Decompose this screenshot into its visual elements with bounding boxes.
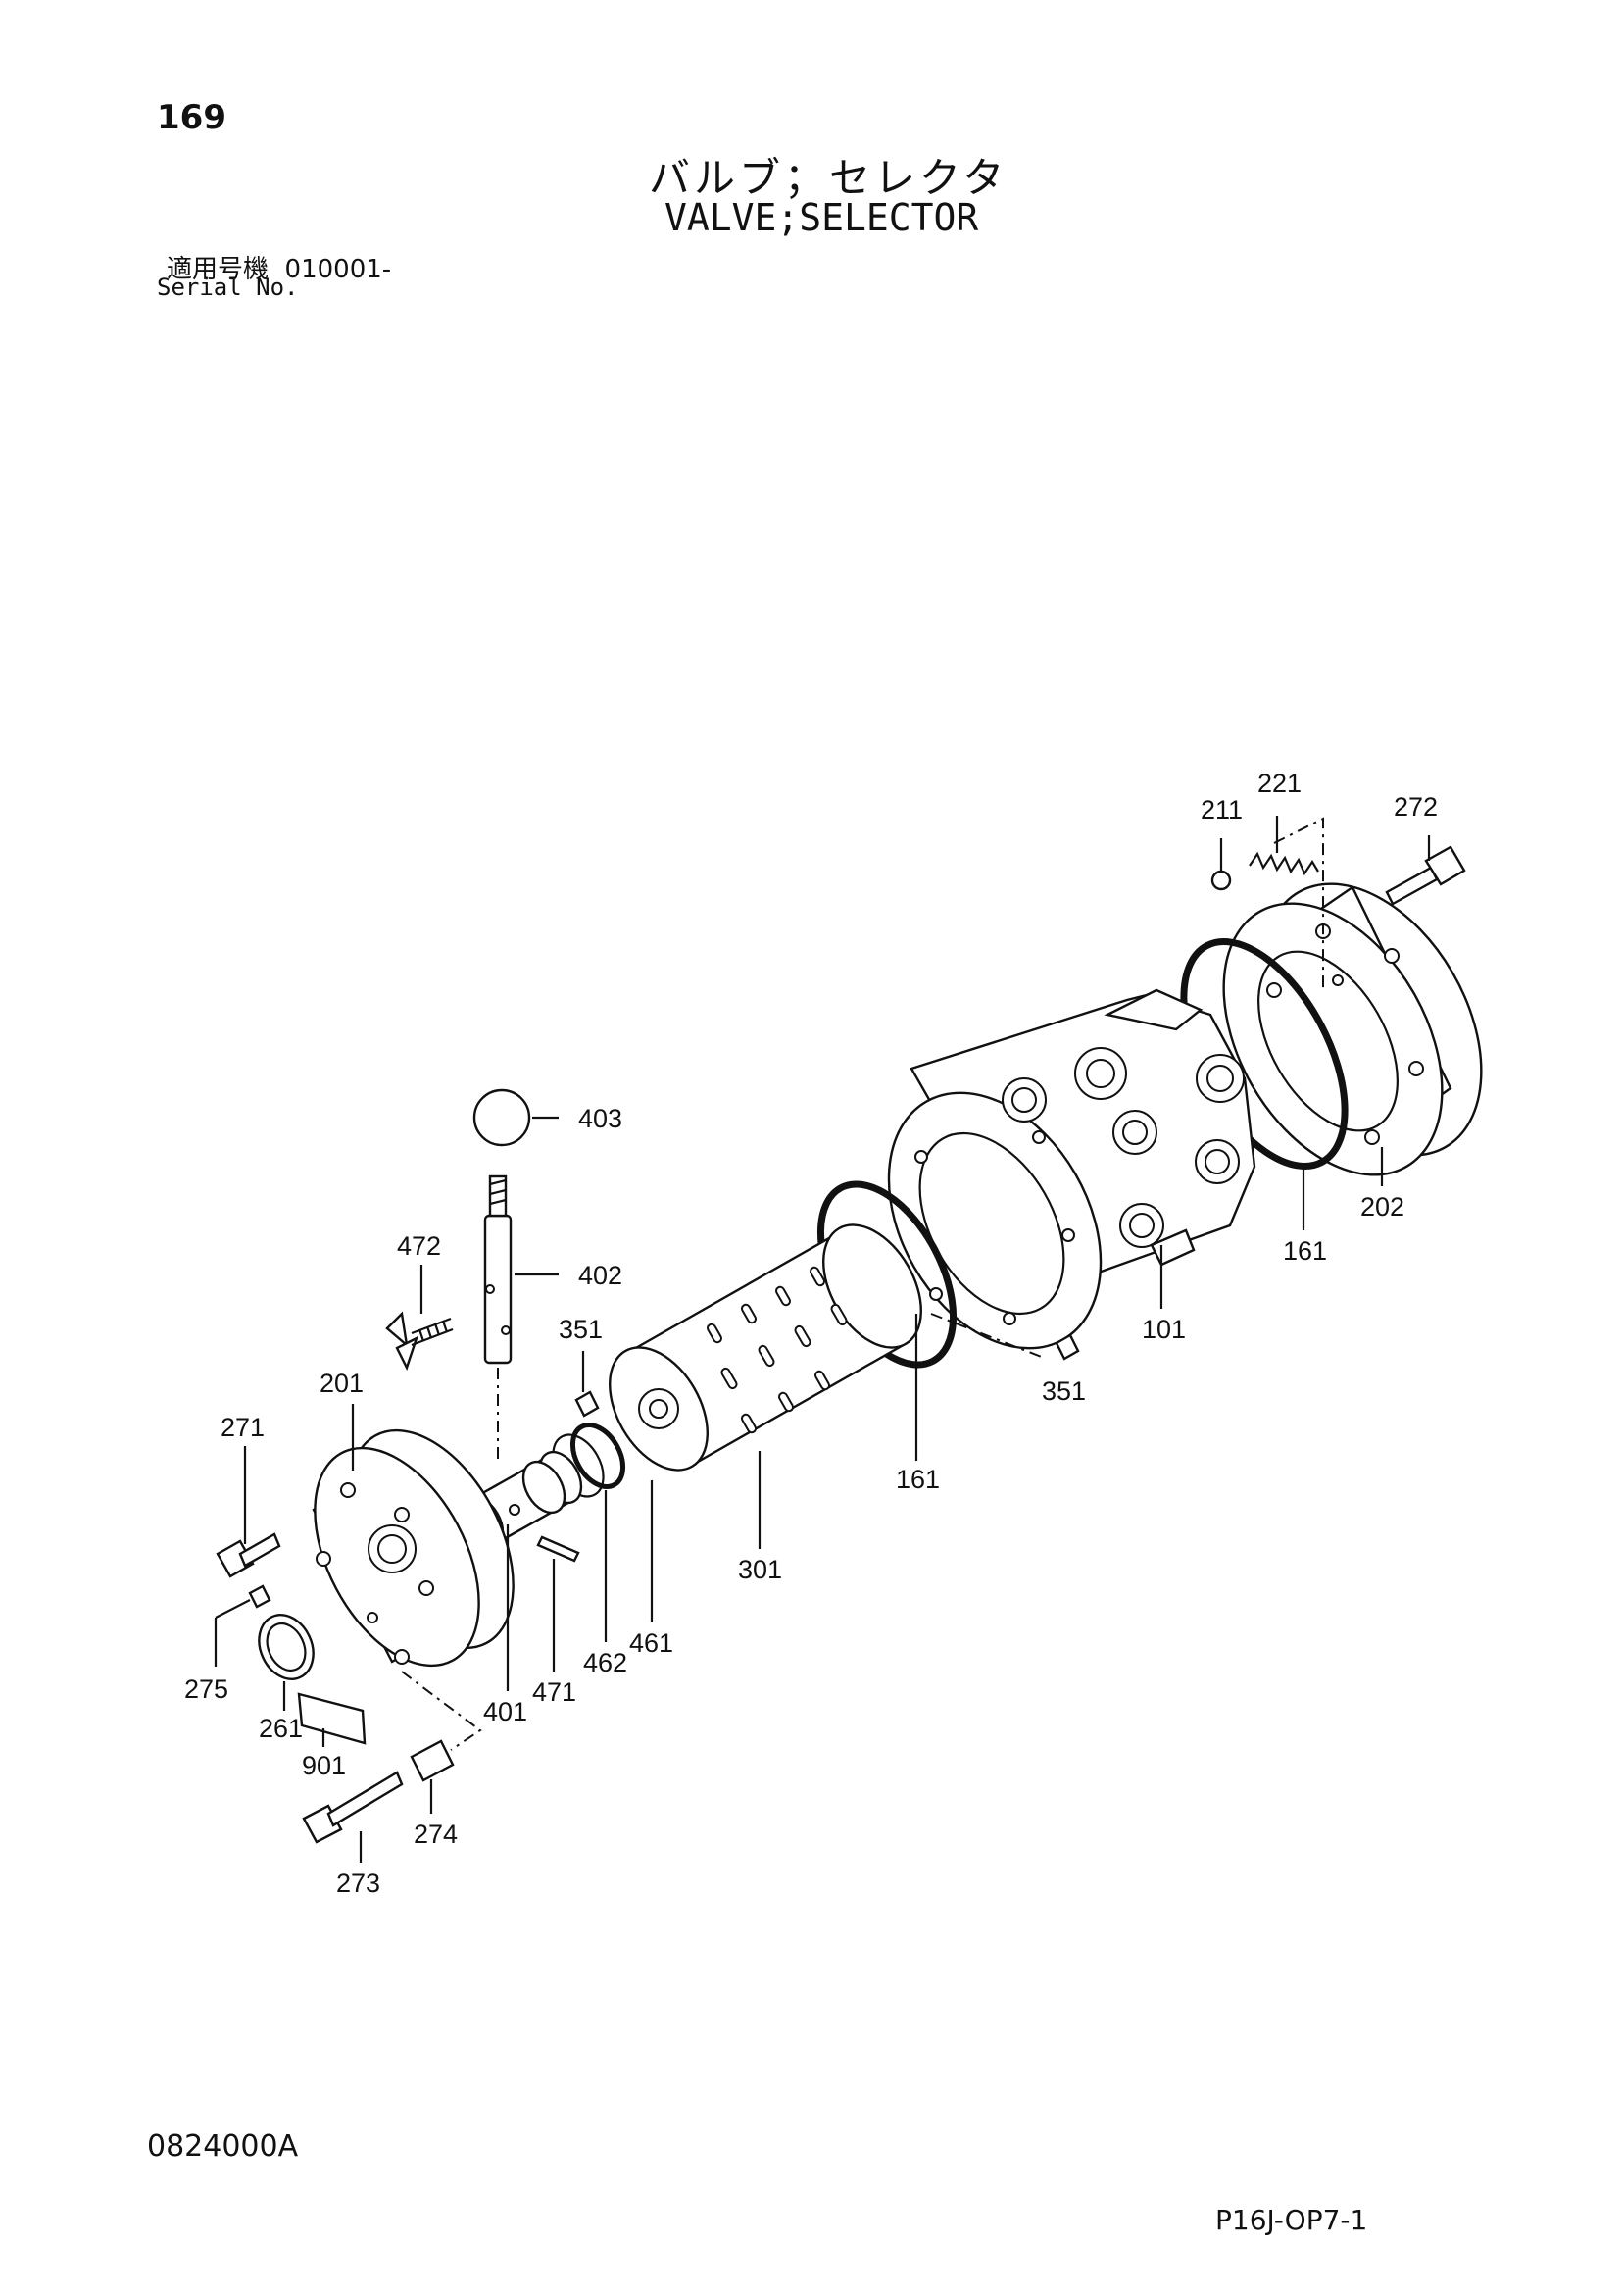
plug-275 bbox=[248, 1584, 271, 1609]
callout-275: 275 bbox=[184, 1674, 228, 1704]
callout-261: 261 bbox=[259, 1714, 303, 1743]
callout-221: 221 bbox=[1257, 769, 1302, 798]
callout-202: 202 bbox=[1360, 1192, 1404, 1222]
pipe-274 bbox=[410, 1739, 455, 1782]
sleeve-301 bbox=[609, 1223, 922, 1472]
bolt-273 bbox=[302, 1771, 404, 1844]
callout-401: 401 bbox=[483, 1697, 527, 1726]
valve-body-101 bbox=[887, 988, 1256, 1350]
knob-403 bbox=[472, 1088, 531, 1147]
ball-211 bbox=[1210, 870, 1232, 891]
callout-301: 301 bbox=[738, 1555, 782, 1584]
ring-261 bbox=[258, 1614, 315, 1680]
callout-161-middle: 161 bbox=[896, 1465, 940, 1494]
lever-402 bbox=[483, 1174, 513, 1365]
serial-label-english: Serial No. bbox=[157, 274, 299, 301]
callout-271: 271 bbox=[221, 1413, 265, 1442]
nameplate-901 bbox=[297, 1692, 367, 1745]
callout-472: 472 bbox=[397, 1231, 441, 1261]
axis-line-cover-left bbox=[401, 1671, 482, 1751]
serial-value: 010001- bbox=[284, 255, 392, 284]
callout-273: 273 bbox=[336, 1869, 380, 1898]
callout-471: 471 bbox=[532, 1677, 576, 1707]
callout-211: 211 bbox=[1201, 795, 1243, 824]
document-code: 0824000A bbox=[147, 2129, 299, 2164]
callout-272: 272 bbox=[1394, 792, 1438, 822]
callout-101: 101 bbox=[1142, 1315, 1186, 1344]
callout-274: 274 bbox=[414, 1820, 458, 1849]
serial-label-japanese: 適用号機 bbox=[167, 255, 270, 284]
axis-line-body bbox=[930, 1313, 1045, 1359]
callout-901: 901 bbox=[302, 1751, 346, 1780]
title-japanese: バルブ；セレクタ bbox=[649, 154, 1008, 202]
plug-351-left bbox=[574, 1390, 600, 1418]
bolt-271 bbox=[216, 1532, 281, 1578]
callout-351-right: 351 bbox=[1042, 1376, 1086, 1406]
end-cover-201 bbox=[312, 1428, 515, 1668]
callout-403: 403 bbox=[578, 1104, 622, 1133]
serial-range: 適用号機 010001- bbox=[167, 249, 391, 285]
spring-221 bbox=[1249, 851, 1319, 876]
title-english: VALVE;SELECTOR bbox=[664, 196, 979, 239]
wing-bolt-472 bbox=[385, 1311, 454, 1372]
page-number: 169 bbox=[157, 98, 226, 137]
pin-471 bbox=[536, 1535, 580, 1563]
callout-461: 461 bbox=[629, 1628, 673, 1658]
bolt-272 bbox=[1385, 845, 1466, 906]
callout-462: 462 bbox=[583, 1648, 627, 1677]
seal-461 bbox=[569, 1423, 626, 1489]
callout-402: 402 bbox=[578, 1261, 622, 1290]
page-code: P16J-OP7-1 bbox=[1215, 2204, 1368, 2236]
callout-201: 201 bbox=[320, 1369, 364, 1398]
leader-lines bbox=[214, 816, 1431, 1863]
plug-351-right bbox=[1055, 1333, 1080, 1361]
callout-351-left: 351 bbox=[559, 1315, 603, 1344]
axis-line-cover bbox=[1273, 817, 1324, 990]
callout-161-right: 161 bbox=[1283, 1236, 1327, 1266]
